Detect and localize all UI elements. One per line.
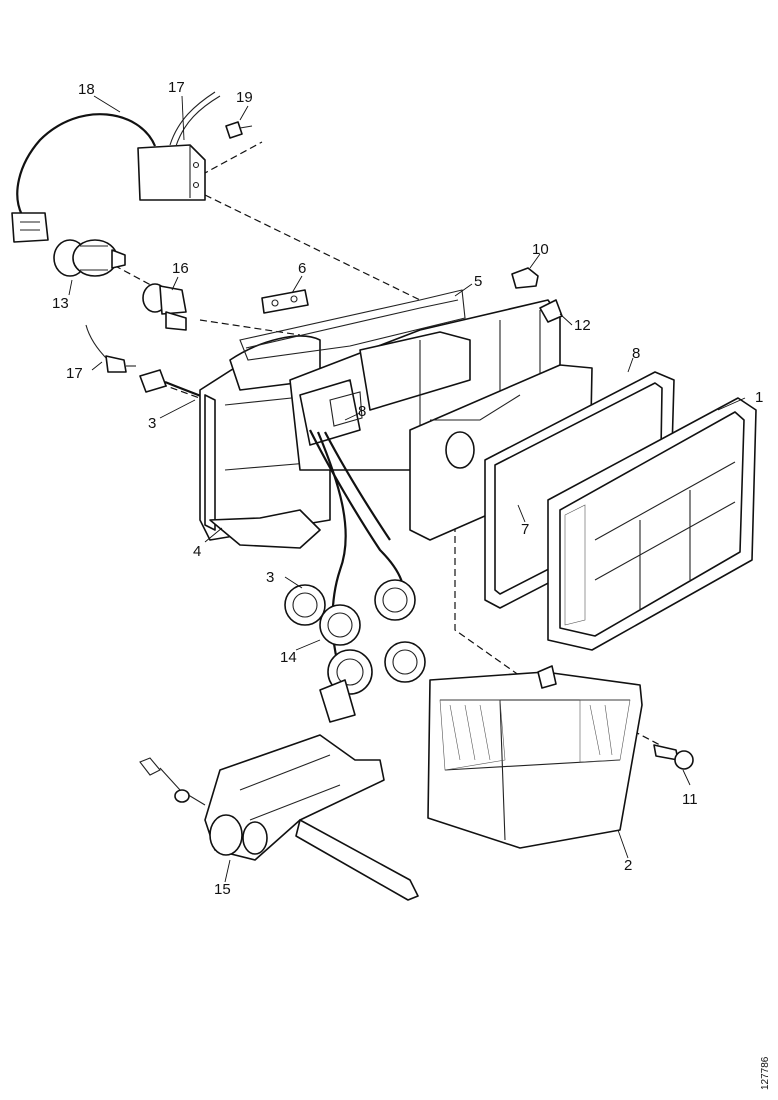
callout-11: 11 xyxy=(682,791,698,808)
callout-8-right: 8 xyxy=(632,345,640,362)
callout-18: 18 xyxy=(78,81,95,98)
callout-14: 14 xyxy=(280,649,297,666)
callout-17-upper: 17 xyxy=(168,79,185,96)
callout-3-lower: 3 xyxy=(266,569,274,586)
callout-19: 19 xyxy=(236,89,253,106)
leader-lines xyxy=(68,95,746,883)
callout-3-upper: 3 xyxy=(148,415,156,432)
bulb-holder-part-16 xyxy=(142,283,187,331)
callout-4: 4 xyxy=(193,543,201,560)
callout-17-lower: 17 xyxy=(66,365,83,382)
callouts: 1 2 3 3 4 5 6 7 8 8 10 11 12 13 14 15 16… xyxy=(52,79,763,898)
callout-15: 15 xyxy=(214,881,231,898)
callout-12: 12 xyxy=(574,317,591,334)
control-unit-part-18 xyxy=(11,91,221,243)
callout-5: 5 xyxy=(474,273,482,290)
callout-2: 2 xyxy=(624,857,632,874)
callout-6: 6 xyxy=(298,260,306,277)
bolt-part-11 xyxy=(653,744,694,770)
callout-1: 1 xyxy=(755,389,763,406)
screw-part-19 xyxy=(225,121,253,139)
callout-10: 10 xyxy=(532,241,549,258)
seal-part-8 xyxy=(329,391,363,427)
adjuster-mechanism-part-15 xyxy=(139,734,419,901)
figure-reference-code: 127786 xyxy=(760,1056,771,1090)
callout-7: 7 xyxy=(521,521,529,538)
callout-8-center: 8 xyxy=(358,403,366,420)
clip-part-6 xyxy=(261,289,309,314)
bulb-sockets xyxy=(284,579,426,723)
bulb-part-13 xyxy=(53,239,126,277)
gasket-part-5 xyxy=(239,289,466,361)
callout-16: 16 xyxy=(172,260,189,277)
indicator-lens-part-2 xyxy=(427,665,643,849)
marker-bulb-part-17 xyxy=(85,324,136,373)
callout-13: 13 xyxy=(52,295,69,312)
clip-part-10 xyxy=(511,267,539,289)
headlamp-lens-part-1 xyxy=(547,397,757,651)
